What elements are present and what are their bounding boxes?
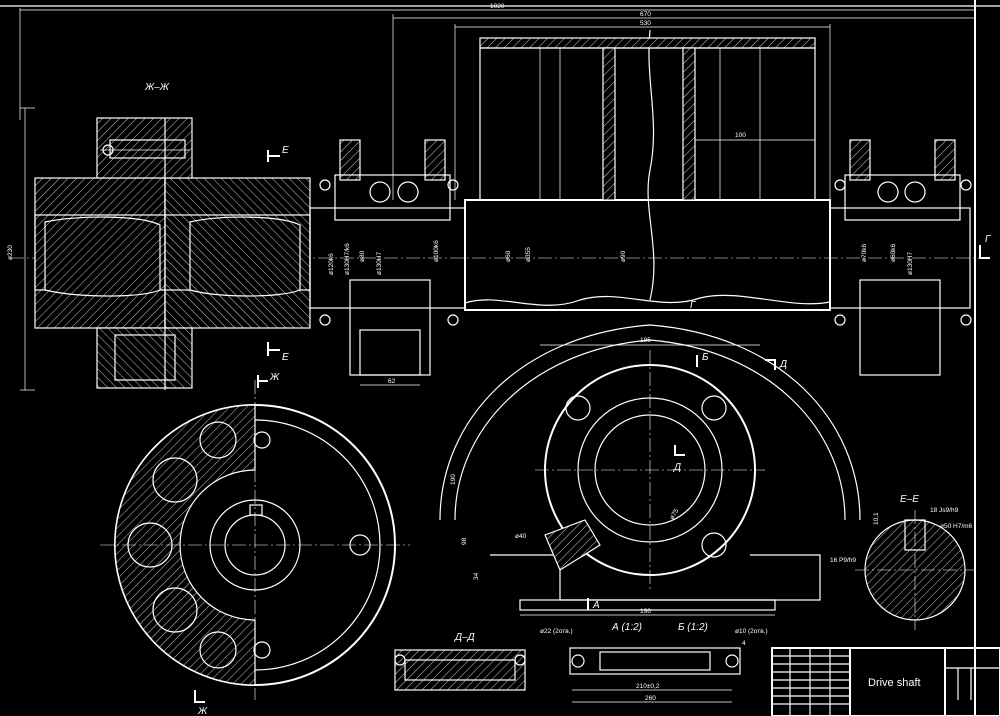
section-d-d: Д–Д <box>394 632 526 691</box>
drawing-title: Drive shaft <box>868 677 921 689</box>
dim-230: ø230 <box>7 245 14 260</box>
dim-190: 190 <box>450 474 457 485</box>
dim-260: 260 <box>645 695 656 702</box>
dimensions-d100b: ø100k6 <box>433 240 440 262</box>
dim-100: 100 <box>735 132 746 139</box>
dim-62: 62 <box>388 378 396 385</box>
dimensions-d70: ø70k6 <box>861 244 868 262</box>
dim-185: 185 <box>640 337 651 344</box>
section-labels-d-mark: Д <box>779 359 787 370</box>
bearing-housing-right: Г <box>834 139 992 376</box>
section-label-zh-zh: Ж–Ж <box>144 82 170 93</box>
dim-4: 4 <box>742 640 746 647</box>
dim-22: ø22 (2отв.) <box>540 628 573 635</box>
dim-530: 530 <box>640 20 651 27</box>
dimensions-d60: ø60 <box>505 250 512 262</box>
dimensions-d355: ø355 <box>525 247 532 262</box>
section-label-e-e: Е–Е <box>900 494 919 505</box>
dimensions-d130c: ø130H7 <box>907 251 914 275</box>
section-labels-e-mark: Е <box>282 352 289 363</box>
dim-196: 196 <box>640 608 651 615</box>
title-block: Drive shaft <box>771 647 1000 716</box>
section-labels-e-mark: Е <box>282 145 289 156</box>
section-labels-b-mark: Б <box>702 352 709 363</box>
dim-10-1: 10,1 <box>873 512 880 525</box>
section-mark-e: Е Е <box>267 145 289 363</box>
bearing-housing-left: 62 <box>319 139 459 386</box>
coupling-end-view: Ж Ж <box>100 372 410 716</box>
section-label-d-d: Д–Д <box>454 632 475 643</box>
dim-34: 34 <box>473 572 480 580</box>
detail-views: А (1:2) Б (1:2) 210±0,2 260 ø22 (2отв.) … <box>540 622 768 703</box>
section-labels-a-mark: А <box>592 600 600 611</box>
coupling-assembly: Ж–Ж <box>34 82 311 390</box>
drum-housing: 100 <box>479 37 816 201</box>
dimensions-d120: ø120k6 <box>328 253 335 275</box>
dim-18: 18 Js9/h9 <box>930 507 959 514</box>
section-labels-d-mark: Д <box>673 462 681 473</box>
section-labels-zh-mark: Ж <box>269 372 280 383</box>
dimensions-d60b: ø60k6 <box>890 244 897 262</box>
dim-16: 16 P9/h9 <box>830 557 856 564</box>
section-labels-g-mark: Г <box>985 234 992 245</box>
dim-98: 98 <box>461 537 468 545</box>
view-b-label: Б (1:2) <box>678 622 708 633</box>
dim-50: ø50 H7/m6 <box>940 523 973 530</box>
dim-210: 210±0,2 <box>636 683 660 690</box>
section-labels-zh-mark: Ж <box>197 706 208 716</box>
drive-shaft: Г <box>309 29 971 311</box>
section-mark-g: Г <box>690 300 697 311</box>
dimensions-d130b: ø130H7 <box>376 251 383 275</box>
dim-670: 670 <box>640 11 651 18</box>
dim-1020: 1020 <box>490 3 505 10</box>
dim-75: ø75 <box>669 507 681 521</box>
dimensions-d130: ø130H7/k6 <box>344 243 351 275</box>
overall-dimensions: 1020 670 530 ø230 <box>7 3 975 391</box>
pedestal-view: 185 ø75 196 190 98 34 ø40 Б Д Д А <box>439 324 861 616</box>
dim-10: ø10 (2отв.) <box>735 628 768 635</box>
dimensions-d80: ø80 <box>359 250 366 262</box>
shaft-diameter-labels: ø120k6 ø130H7/k6 ø80 ø130H7 ø100k6 ø60 ø… <box>328 240 914 275</box>
dim-40: ø40 <box>515 533 527 540</box>
view-a-label: А (1:2) <box>611 622 642 633</box>
section-e-e: Е–Е 18 Js9/h9 ø50 H7/m6 16 P9/h9 10,1 <box>830 494 975 630</box>
dimensions-d90: ø90 <box>620 250 627 262</box>
